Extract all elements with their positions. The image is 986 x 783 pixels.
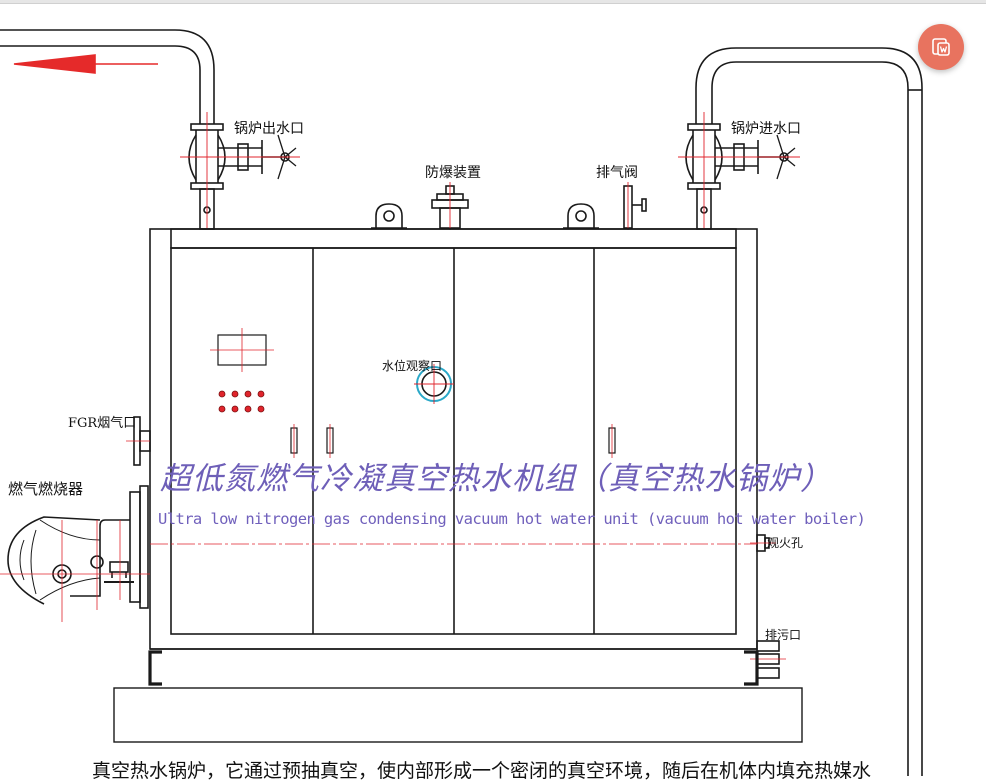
document-edit-icon xyxy=(932,38,950,56)
label-water-level-window: 水位观察口 xyxy=(382,359,443,373)
outlet-pipe xyxy=(0,29,215,124)
base-channels xyxy=(148,650,759,686)
door-handles xyxy=(290,424,616,458)
fire-observation-port xyxy=(750,534,776,552)
lifting-lug-right xyxy=(563,203,599,229)
gas-burner xyxy=(0,485,150,622)
label-vent-valve: 排气阀 xyxy=(596,165,638,181)
caption-text: 真空热水锅炉，它通过预抽真空，使内部形成一个密闭的真空环境，随后在机体内填充热媒… xyxy=(92,760,872,782)
inlet-pipe xyxy=(695,47,923,776)
label-explosion-proof: 防爆装置 xyxy=(425,165,481,181)
label-boiler-outlet: 锅炉出水口 xyxy=(234,121,304,137)
title-english: Ultra low nitrogen gas condensing vacuum… xyxy=(158,510,866,528)
boiler-body xyxy=(149,228,758,650)
water-level-window xyxy=(414,364,454,404)
control-panel xyxy=(210,328,274,372)
boiler-drawing xyxy=(0,29,923,776)
foundation xyxy=(113,687,803,743)
inlet-valve xyxy=(678,112,800,230)
label-gas-burner: 燃气燃烧器 xyxy=(8,480,84,498)
fgr-port xyxy=(126,416,151,466)
explosion-proof-device xyxy=(431,182,469,230)
vent-valve xyxy=(623,182,647,230)
label-drain-port: 排污口 xyxy=(765,628,802,642)
lifting-lug-left xyxy=(371,203,407,229)
label-fgr-port: FGR烟气口 xyxy=(68,416,137,431)
left-arrow-icon xyxy=(13,54,158,74)
label-boiler-inlet: 锅炉进水口 xyxy=(731,121,801,137)
floating-action-button[interactable] xyxy=(918,24,964,70)
label-fire-observation: 观火孔 xyxy=(767,536,804,550)
top-border xyxy=(0,0,986,4)
indicator-lights xyxy=(218,390,265,413)
title-chinese: 超低氮燃气冷凝真空热水机组（真空热水锅炉） xyxy=(160,461,832,497)
